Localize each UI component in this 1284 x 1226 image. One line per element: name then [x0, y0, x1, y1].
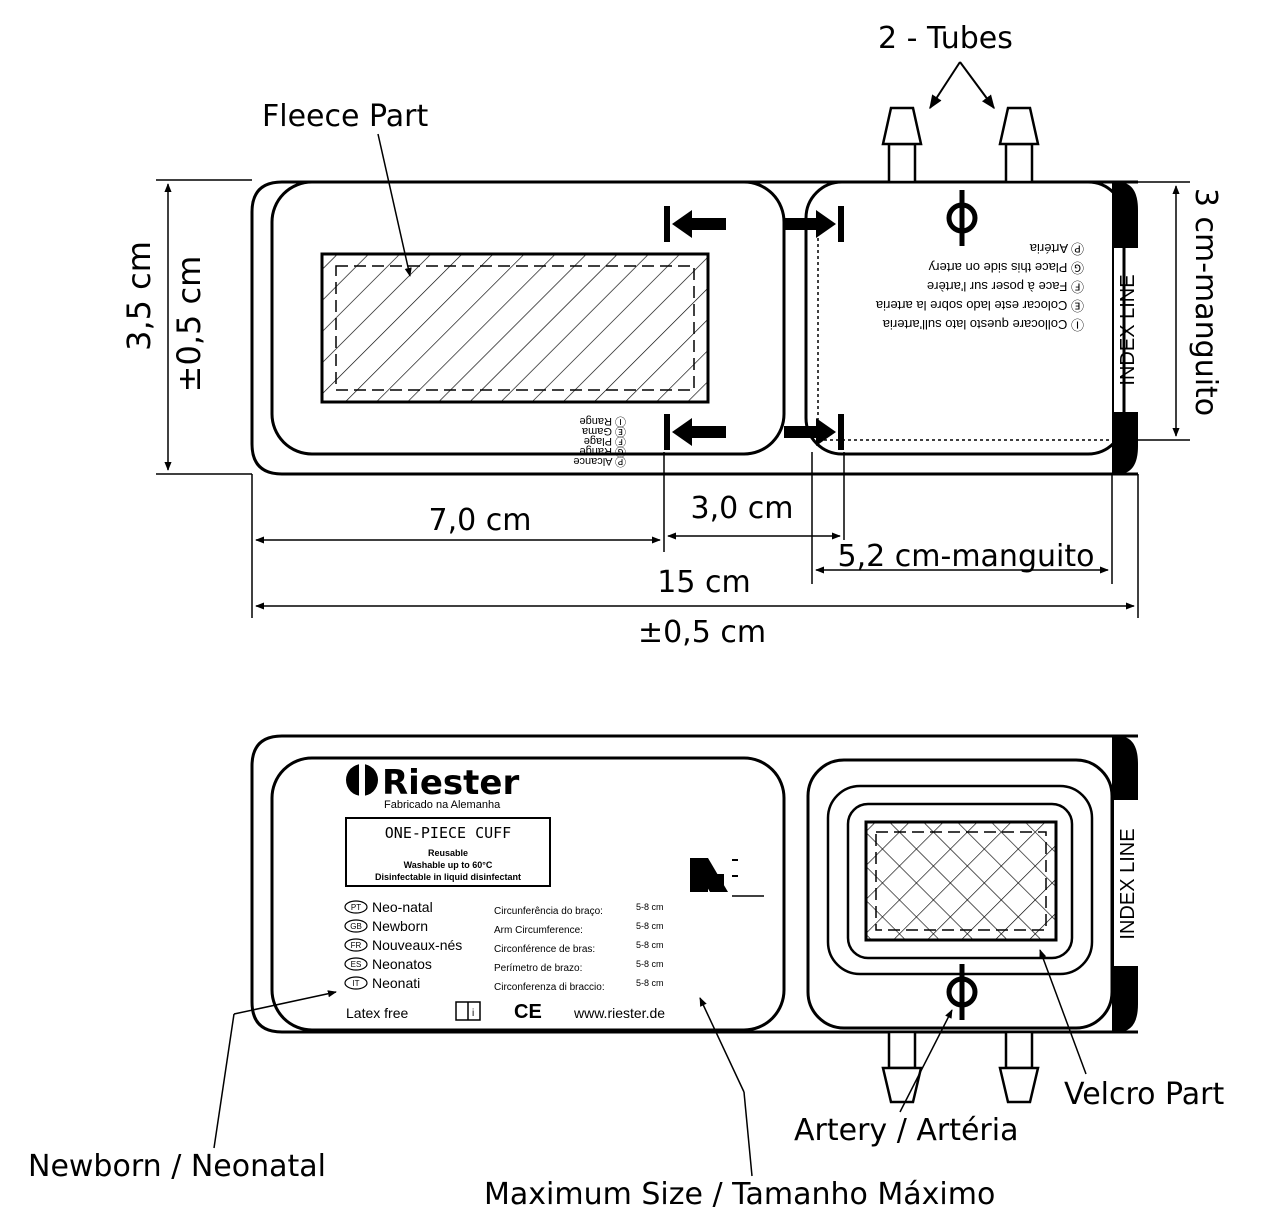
- size-range: 5-8 cm: [636, 978, 664, 988]
- language-code: PT: [351, 903, 361, 912]
- bottom-view: INDEX LINE Riester Fabricado na Alemanha…: [28, 734, 1225, 1212]
- size-range: 5-8 cm: [636, 921, 664, 931]
- language-code: IT: [352, 979, 359, 988]
- tube-left-top: [881, 106, 923, 184]
- fleece-part-label: Fleece Part: [262, 99, 428, 134]
- width-fleece-label: 7,0 cm: [429, 503, 532, 538]
- language-badge-icon: [344, 900, 368, 914]
- artery-instruction-line: Ⓟ Artéria: [1029, 241, 1084, 256]
- language-code: ES: [351, 960, 362, 969]
- index-line-label-bg-top: [1112, 248, 1142, 412]
- language-row: FR Nouveaux-nés Circonférence de bras: 5-8 …: [344, 937, 664, 955]
- width-dimensions: [251, 452, 1139, 618]
- book-icon: i: [455, 1001, 481, 1021]
- fleece-panel-outline: [270, 180, 786, 456]
- tube-right-top: [998, 106, 1040, 184]
- tube-left-bottom: [881, 1030, 923, 1104]
- arm-circumference-label: Circonferenza di braccio:: [494, 982, 605, 993]
- language-name: Neo-natal: [372, 899, 433, 915]
- cuff-height-label: 3 cm-manguito: [1188, 188, 1223, 416]
- cuff-width-label: 5,2 cm-manguito: [838, 539, 1095, 574]
- product-info-box: [345, 817, 551, 887]
- language-row: IT Neonati Circonferenza di braccio: 5-8 cm: [344, 975, 664, 993]
- velcro-panel: [806, 758, 1114, 1030]
- range-line: Ⓕ Plage: [584, 435, 626, 448]
- brand-name: Riester: [382, 763, 519, 803]
- language-badge-icon: [344, 938, 368, 952]
- language-badge-icon: [344, 919, 368, 933]
- artery-instruction-line: Ⓘ Collocare questo lato sull'arteria: [882, 317, 1084, 332]
- language-badge-icon: [344, 957, 368, 971]
- made-in-text: Fabricado na Alemanha: [384, 799, 501, 811]
- language-code: GB: [350, 922, 362, 931]
- tubes-label: 2 - Tubes: [878, 21, 1013, 56]
- certification-mark: [690, 858, 764, 897]
- riester-logo: Riester: [346, 762, 519, 803]
- range-arrow-markers: [664, 206, 844, 450]
- language-row: GB Newborn Arm Circumference: 5-8 cm: [344, 918, 664, 936]
- svg-text:i: i: [472, 1008, 474, 1019]
- velcro-part: [864, 820, 1058, 942]
- size-range: 5-8 cm: [636, 940, 664, 950]
- language-list: PT Neo-natal Circunferência do braço: 5-8 c…: [344, 899, 664, 993]
- max-size-label: Maximum Size / Tamanho Máximo: [484, 1177, 995, 1212]
- index-line-label-top: INDEX LINE: [1117, 274, 1139, 385]
- label-panel: [270, 756, 786, 1032]
- range-line: Ⓖ Range: [580, 445, 626, 458]
- artery-label: Artery / Artéria: [794, 1113, 1018, 1148]
- product-title: ONE-PIECE CUFF: [385, 824, 511, 842]
- language-badge-icon: [344, 976, 368, 990]
- product-line: Disinfectable in liquid disinfectant: [375, 872, 521, 882]
- size-range: 5-8 cm: [636, 959, 664, 969]
- height-tolerance-label: ±0,5 cm: [170, 256, 208, 393]
- width-gap-label: 3,0 cm: [691, 491, 794, 526]
- velcro-part-label: Velcro Part: [1064, 1077, 1225, 1112]
- language-code: FR: [351, 941, 362, 950]
- height-label: 3,5 cm: [120, 241, 158, 351]
- fleece-part: [320, 252, 710, 404]
- height-dimension: [156, 179, 252, 475]
- arm-circumference-label: Circunferência do braço:: [494, 906, 603, 917]
- cuff-outline-top: [250, 180, 1138, 476]
- product-line: Washable up to 60°C: [404, 860, 493, 870]
- artery-instruction-line: Ⓔ Colocar este lado sobre la arteria: [875, 298, 1084, 313]
- artery-instruction-line: Ⓖ Place this side on artery: [928, 260, 1084, 275]
- language-row: ES Neonatos Perímetro de brazo: 5-8 cm: [344, 956, 664, 974]
- ce-mark: CE: [514, 1001, 542, 1023]
- cuff-height-dimension: [1138, 181, 1190, 441]
- artery-instruction-line: Ⓕ Face à poser sur l'artère: [927, 279, 1084, 294]
- product-line: Reusable: [428, 848, 468, 858]
- website-text: www.riester.de: [573, 1005, 665, 1021]
- total-width-tolerance-label: ±0,5 cm: [638, 615, 766, 650]
- arm-circumference-label: Circonférence de bras:: [494, 944, 595, 955]
- language-name: Newborn: [372, 918, 428, 934]
- total-width-label: 15 cm: [657, 565, 750, 600]
- arm-circumference-label: Arm Circumference:: [494, 925, 583, 936]
- cuff-panel-outline: [804, 180, 1126, 456]
- arm-circumference-label: Perímetro de brazo:: [494, 963, 582, 974]
- language-name: Neonatos: [372, 956, 432, 972]
- range-line: Ⓘ Range: [580, 415, 626, 428]
- language-row: PT Neo-natal Circunferência do braço: 5-8 c…: [344, 899, 664, 917]
- range-line: Ⓟ Alcance: [573, 455, 626, 468]
- language-name: Neonati: [372, 975, 420, 991]
- artery-symbol-top: [946, 190, 978, 246]
- range-line: Ⓔ Gama: [581, 425, 626, 438]
- tube-right-bottom: [998, 1030, 1040, 1104]
- language-name: Nouveaux-nés: [372, 937, 462, 953]
- newborn-label: Newborn / Neonatal: [28, 1149, 326, 1184]
- artery-symbol-bottom: [946, 964, 978, 1020]
- top-view: Ⓘ Collocare questo lato sull'arteria Ⓔ Co…: [120, 21, 1223, 650]
- cuff-outline-bottom: [250, 734, 1138, 1034]
- size-range: 5-8 cm: [636, 902, 664, 912]
- artery-instructions: Ⓘ Collocare questo lato sull'arteria Ⓔ Co…: [875, 241, 1084, 332]
- latex-free-text: Latex free: [346, 1005, 408, 1021]
- index-line-label-bottom: INDEX LINE: [1117, 828, 1139, 939]
